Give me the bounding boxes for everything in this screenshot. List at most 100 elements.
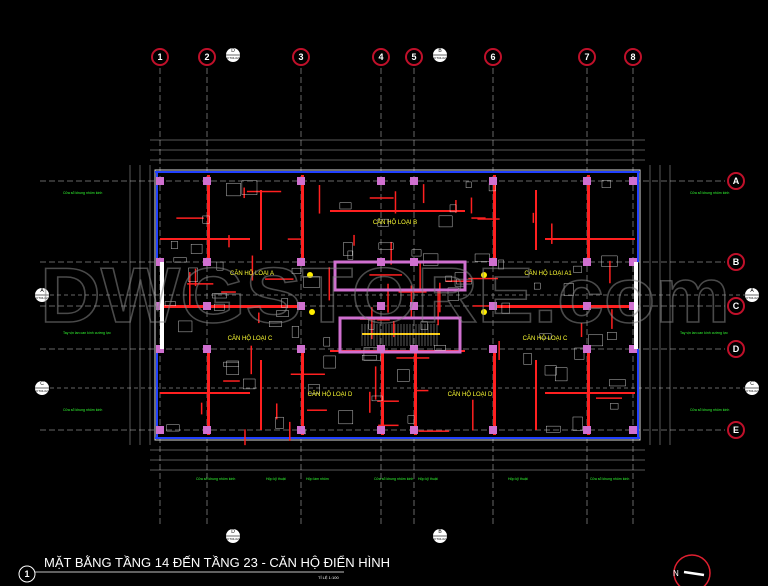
column bbox=[629, 258, 637, 266]
room-label-a: CĂN HỘ LOẠI A bbox=[230, 270, 274, 277]
furniture bbox=[343, 242, 353, 256]
furniture bbox=[407, 415, 415, 424]
title-number: 1 bbox=[24, 569, 29, 579]
wall bbox=[369, 274, 403, 276]
light-fixture bbox=[481, 272, 487, 278]
column bbox=[489, 426, 497, 434]
grid-bubble-6: 6 bbox=[490, 52, 495, 62]
grid-bubble-A: A bbox=[733, 176, 740, 186]
wall bbox=[580, 322, 583, 338]
furniture bbox=[501, 302, 510, 314]
note-window-right-bottom: Cửa sổ khung nhôm kính bbox=[690, 408, 729, 412]
furniture bbox=[572, 416, 583, 431]
furniture bbox=[449, 204, 457, 213]
wall bbox=[243, 187, 245, 199]
column bbox=[377, 345, 385, 353]
wall bbox=[545, 238, 635, 240]
furniture bbox=[445, 275, 452, 282]
wall bbox=[287, 238, 302, 240]
grid-bubble-4-circle bbox=[372, 48, 390, 66]
wall bbox=[472, 399, 474, 431]
furniture bbox=[223, 361, 239, 367]
furniture bbox=[523, 353, 532, 365]
wall bbox=[532, 212, 535, 223]
wall bbox=[535, 360, 537, 430]
wall bbox=[393, 321, 395, 338]
grid-bubble-1: 1 bbox=[157, 52, 162, 62]
column bbox=[297, 302, 305, 310]
grid-bubble-C: C bbox=[733, 301, 740, 311]
wall bbox=[275, 403, 278, 420]
furniture bbox=[323, 355, 336, 369]
balcony-railing bbox=[160, 262, 164, 349]
furniture bbox=[438, 215, 453, 228]
column bbox=[489, 345, 497, 353]
column bbox=[377, 177, 385, 185]
north-arrow-icon bbox=[683, 570, 705, 577]
furniture bbox=[338, 410, 354, 425]
note-bottom: Cửa sổ khung nhôm kính bbox=[374, 477, 413, 481]
furniture bbox=[190, 243, 203, 254]
light-fixture bbox=[309, 309, 315, 315]
wall bbox=[390, 241, 392, 265]
column bbox=[583, 302, 591, 310]
column bbox=[629, 426, 637, 434]
furniture bbox=[609, 379, 626, 387]
section-mark-b-bottom-ref: KT04-02 bbox=[434, 537, 446, 541]
grid-bubble-2-circle bbox=[198, 48, 216, 66]
column bbox=[156, 426, 164, 434]
grid-bubble-B: B bbox=[733, 257, 740, 267]
wall bbox=[369, 391, 371, 413]
column bbox=[489, 302, 497, 310]
furniture bbox=[601, 180, 611, 188]
column bbox=[629, 177, 637, 185]
grid-bubble-7: 7 bbox=[584, 52, 589, 62]
wall bbox=[353, 234, 355, 246]
title-number-circle bbox=[18, 565, 36, 583]
wall bbox=[160, 238, 250, 240]
grid-bubble-6-circle bbox=[484, 48, 502, 66]
column bbox=[410, 345, 418, 353]
elevator-core bbox=[333, 260, 467, 292]
wall bbox=[414, 350, 417, 435]
furniture bbox=[447, 287, 459, 301]
furniture bbox=[539, 333, 552, 339]
wall bbox=[377, 400, 399, 402]
room-label-b: CĂN HỘ LOẠI B bbox=[373, 219, 417, 226]
furniture bbox=[166, 424, 180, 432]
wall bbox=[595, 397, 622, 399]
furniture bbox=[269, 321, 282, 327]
furniture bbox=[555, 367, 568, 382]
dimension-lines bbox=[129, 139, 671, 471]
wall bbox=[228, 235, 230, 248]
wall bbox=[260, 190, 262, 250]
room-label-d-left: CĂN HỘ LOẠI D bbox=[308, 391, 353, 398]
furniture bbox=[362, 355, 377, 361]
wall bbox=[374, 366, 377, 400]
wall bbox=[396, 357, 430, 359]
section-mark-a-left-letter: A bbox=[40, 288, 44, 294]
wall bbox=[477, 218, 500, 220]
furniture bbox=[371, 395, 383, 402]
wall bbox=[535, 190, 537, 250]
section-mark-c-left-ref: KT04-02 bbox=[36, 389, 48, 393]
column bbox=[203, 426, 211, 434]
grid-bubble-8-circle bbox=[624, 48, 642, 66]
column bbox=[583, 258, 591, 266]
wall bbox=[414, 389, 429, 392]
wall bbox=[493, 175, 496, 265]
furniture bbox=[323, 337, 331, 347]
wall bbox=[422, 184, 425, 204]
wall bbox=[611, 309, 613, 329]
wall bbox=[301, 175, 304, 265]
note-window-left-top: Cửa sổ khung nhôm kính bbox=[63, 191, 102, 195]
wall bbox=[497, 305, 637, 308]
furniture bbox=[378, 242, 394, 250]
grid-bubble-E: E bbox=[733, 425, 739, 435]
column bbox=[203, 258, 211, 266]
section-mark-d-bottom-letter: D bbox=[231, 529, 235, 535]
room-label-a1: CĂN HỘ LOẠI A1 bbox=[524, 270, 572, 277]
furniture bbox=[188, 267, 198, 282]
furniture bbox=[420, 321, 428, 330]
wall bbox=[439, 282, 441, 313]
